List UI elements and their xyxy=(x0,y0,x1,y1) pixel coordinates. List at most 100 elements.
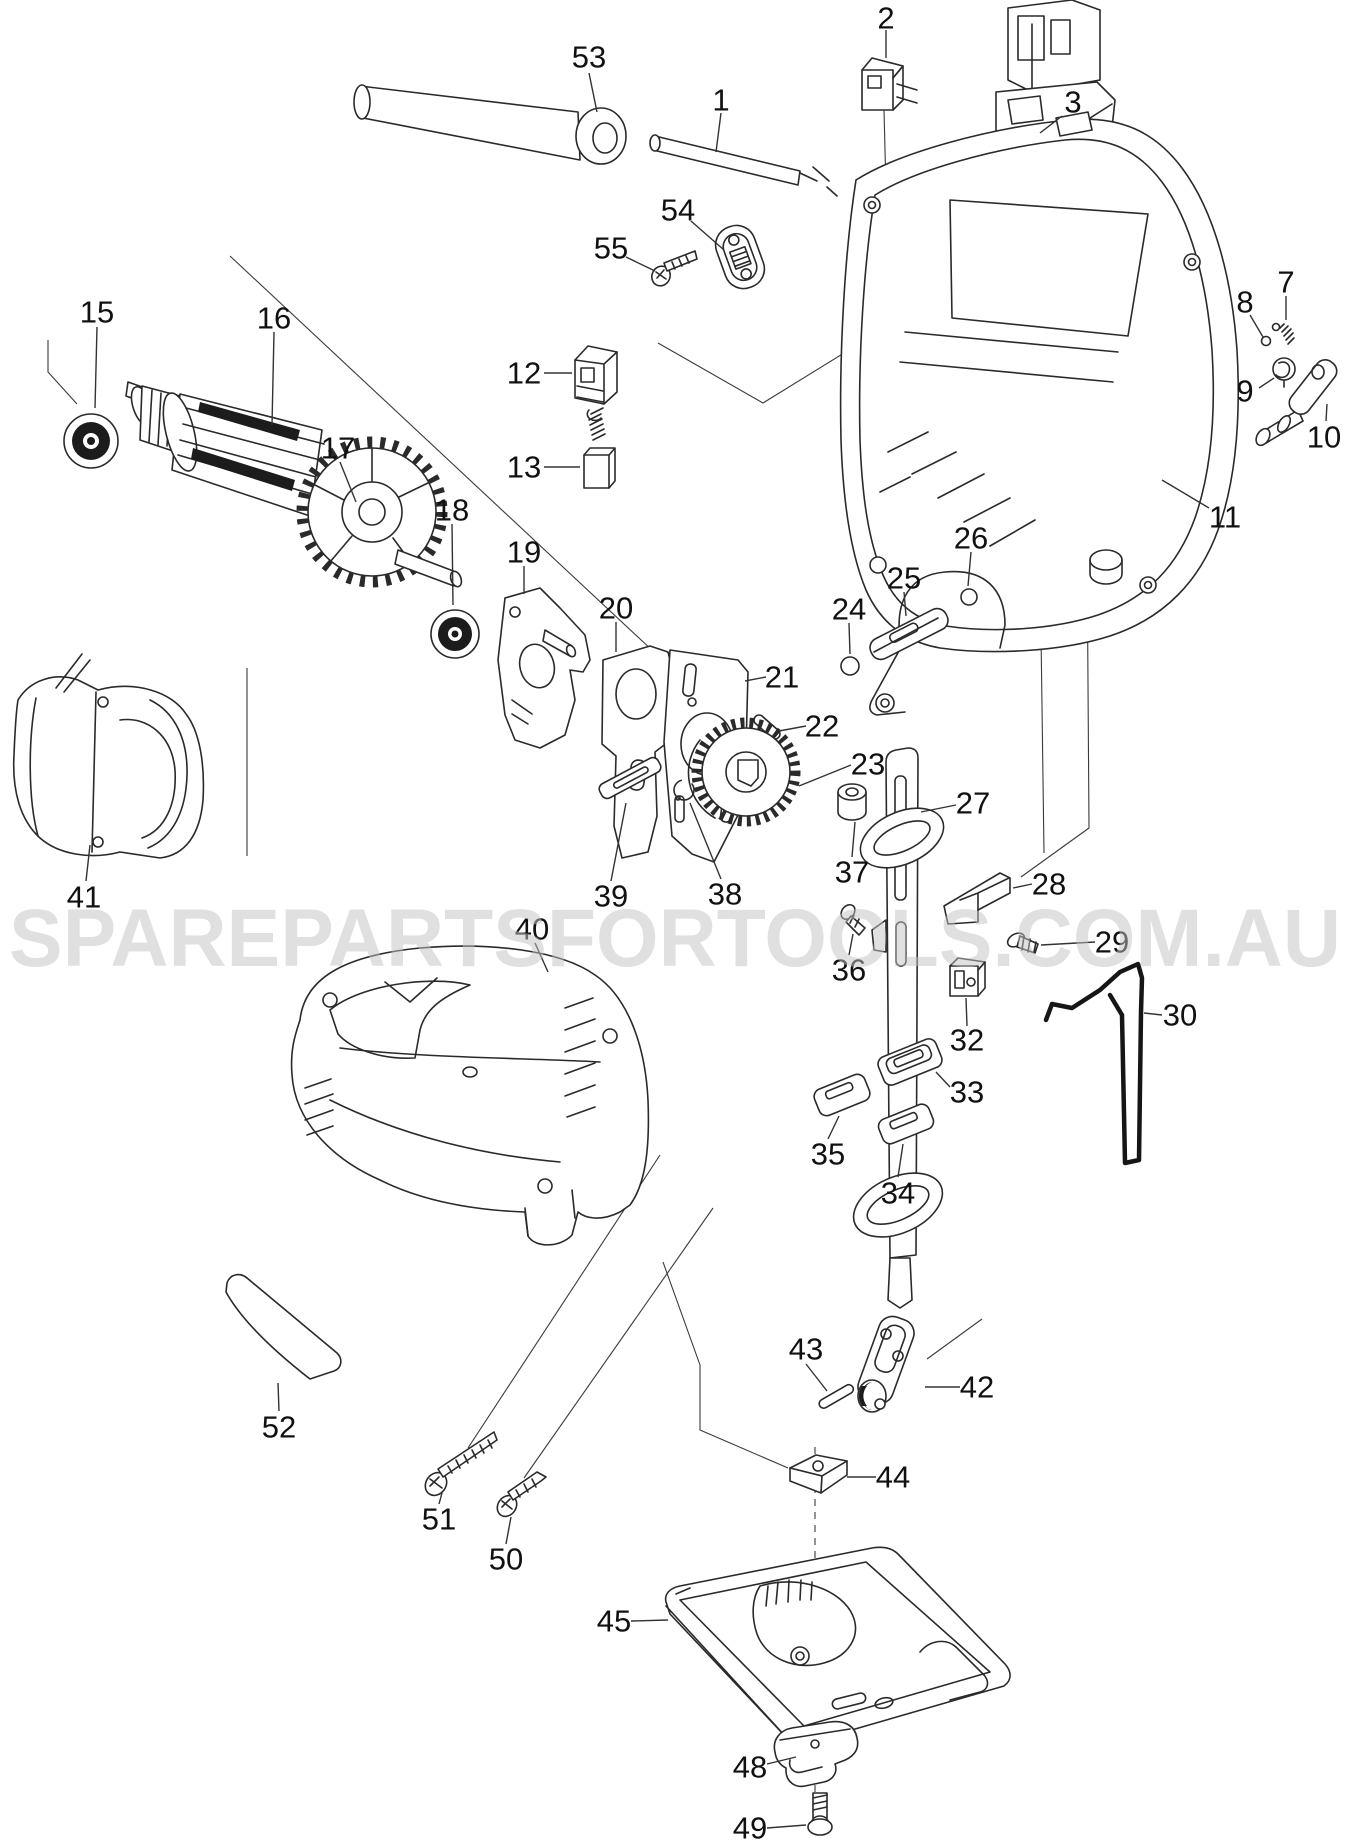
part-10-lever-shaft xyxy=(1255,359,1338,447)
leader-16 xyxy=(271,331,275,426)
part-label-39: 39 xyxy=(594,879,628,914)
leader-30 xyxy=(1143,1012,1163,1016)
part-29-screw xyxy=(1006,932,1039,954)
part-32-guide-block xyxy=(949,957,986,997)
part-12-brush-holder xyxy=(574,345,618,405)
leader-17 xyxy=(339,461,357,503)
leader-43 xyxy=(805,1363,828,1392)
part-42-roller-lever xyxy=(857,1315,915,1413)
part-40-motor-housing xyxy=(290,945,650,1246)
part-24-o-ring xyxy=(840,656,860,676)
part-35-grommet xyxy=(813,1073,871,1117)
part-label-48: 48 xyxy=(733,1750,767,1785)
part-label-11: 11 xyxy=(1209,500,1241,535)
part-1-power-cord xyxy=(649,134,838,197)
part-label-15: 15 xyxy=(80,295,114,330)
part-7-spring-screw xyxy=(1271,322,1295,345)
leader-27 xyxy=(920,804,957,813)
part-label-27: 27 xyxy=(956,786,990,821)
part-53-cord-guard xyxy=(353,84,627,165)
leader-41 xyxy=(85,844,91,882)
part-2-capacitor xyxy=(861,57,918,111)
part-54-cap xyxy=(714,224,766,290)
part-18-bearing xyxy=(430,609,480,659)
leader-51 xyxy=(438,1492,443,1505)
leader-36 xyxy=(848,933,854,956)
part-41-field xyxy=(12,653,205,859)
part-55-screw xyxy=(651,250,698,287)
part-label-10: 10 xyxy=(1307,420,1341,455)
leader-52 xyxy=(277,1382,280,1412)
part-label-38: 38 xyxy=(708,877,742,912)
part-17-fan xyxy=(296,436,463,588)
part-label-7: 7 xyxy=(1277,265,1294,300)
part-label-42: 42 xyxy=(960,1370,994,1405)
part-label-2: 2 xyxy=(877,1,894,36)
part-48-clamp xyxy=(773,1720,859,1788)
part-38-retaining-ring xyxy=(673,779,695,801)
leader-22 xyxy=(778,725,807,732)
part-label-53: 53 xyxy=(572,40,606,75)
part-label-16: 16 xyxy=(257,301,291,336)
leader-35 xyxy=(827,1115,840,1140)
part-15-bearing xyxy=(63,413,119,469)
part-43-pin xyxy=(818,1383,855,1409)
part-label-34: 34 xyxy=(881,1176,915,1211)
part-label-9: 9 xyxy=(1236,374,1253,409)
leader-48 xyxy=(766,1756,797,1765)
leader-45 xyxy=(630,1619,669,1622)
part-label-12: 12 xyxy=(507,356,541,391)
leader-9 xyxy=(1258,377,1275,389)
part-label-17: 17 xyxy=(321,431,355,466)
part-45-base-plate xyxy=(664,1546,1011,1745)
part-label-32: 32 xyxy=(950,1023,984,1058)
part-label-29: 29 xyxy=(1095,925,1129,960)
part-label-41: 41 xyxy=(67,880,101,915)
part-label-22: 22 xyxy=(805,709,839,744)
part-label-49: 49 xyxy=(733,1811,767,1844)
leader-18 xyxy=(451,523,454,606)
part-51-screw xyxy=(424,1431,498,1497)
part-27-slider xyxy=(852,747,945,1309)
part-label-20: 20 xyxy=(599,591,633,626)
leader-28 xyxy=(1012,883,1033,889)
part-44-square-nut xyxy=(789,1454,848,1494)
leader-24 xyxy=(848,622,851,655)
leader-25 xyxy=(903,591,907,617)
part-34-grommet xyxy=(877,1103,935,1145)
leader-21 xyxy=(744,676,767,682)
part-label-54: 54 xyxy=(661,193,695,228)
leader-50 xyxy=(505,1516,512,1545)
part-label-3: 3 xyxy=(1064,85,1081,120)
part-label-50: 50 xyxy=(489,1542,523,1577)
leader-15 xyxy=(94,326,98,409)
part-52-cover xyxy=(225,1273,342,1380)
part-30-wire-guard xyxy=(1043,961,1145,1166)
part-label-36: 36 xyxy=(832,953,866,988)
leader-23 xyxy=(798,764,852,787)
leader-34 xyxy=(897,1143,904,1178)
leader-8 xyxy=(1249,314,1264,338)
part-label-19: 19 xyxy=(507,535,541,570)
part-label-52: 52 xyxy=(262,1410,296,1445)
part-label-44: 44 xyxy=(876,1460,910,1495)
watermark-text: SPAREPARTSFORTOOLS.COM.AU xyxy=(9,893,1341,984)
leader-lines xyxy=(85,30,1328,1829)
part-37-bushing xyxy=(837,783,867,821)
leader-54 xyxy=(690,220,725,251)
part-label-8: 8 xyxy=(1236,285,1253,320)
part-label-43: 43 xyxy=(789,1332,823,1367)
part-20-plate xyxy=(601,645,673,859)
leader-49 xyxy=(766,1824,807,1829)
part-label-13: 13 xyxy=(507,450,541,485)
leader-33 xyxy=(935,1071,951,1088)
leader-37 xyxy=(851,821,856,858)
part-23-gear xyxy=(687,717,801,827)
part-label-30: 30 xyxy=(1163,998,1197,1033)
part-label-26: 26 xyxy=(954,521,988,556)
part-9-stopper xyxy=(1272,357,1296,388)
part-50-screw xyxy=(496,1471,547,1518)
